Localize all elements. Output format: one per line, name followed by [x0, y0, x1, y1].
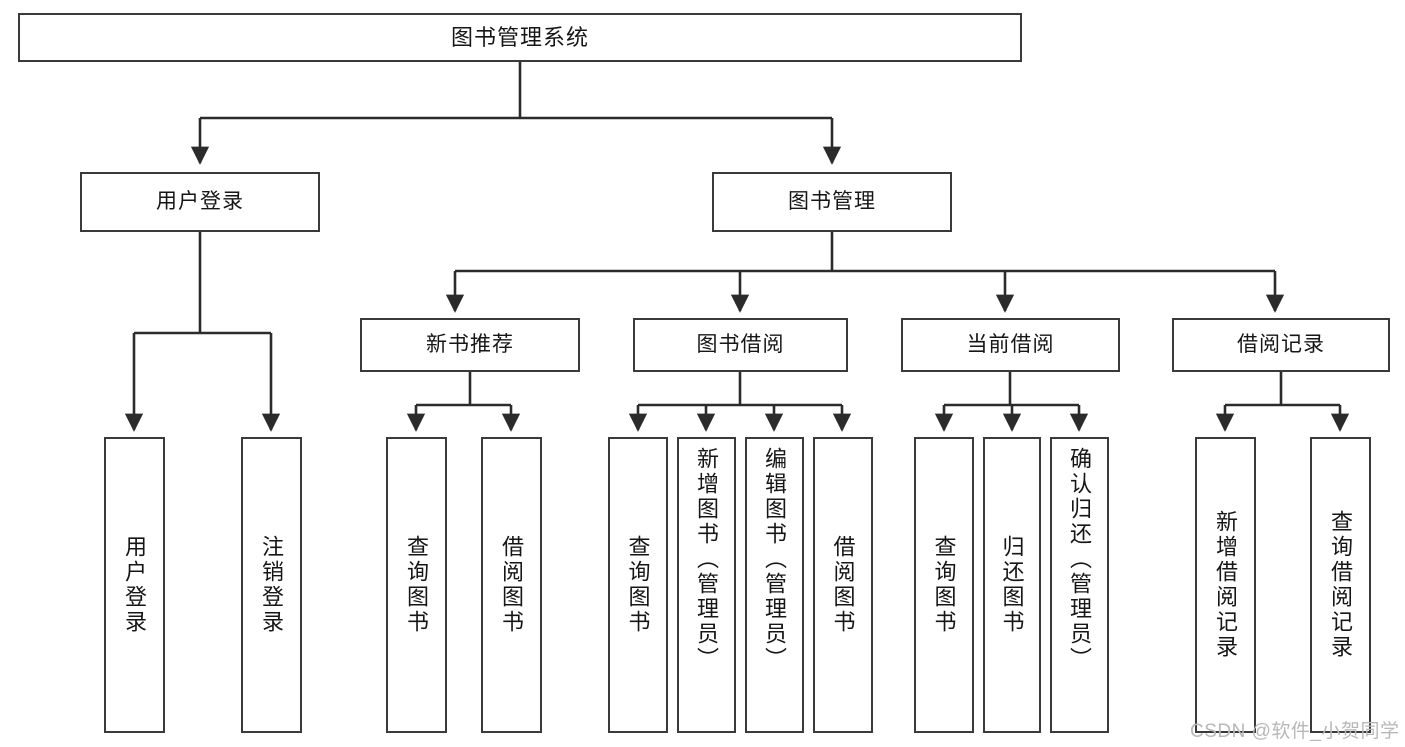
- node-leaf-query-borrow-record-label: 查询借阅记录: [1328, 510, 1354, 660]
- node-user-login-label: 用户登录: [156, 189, 244, 213]
- node-leaf-edit-book-admin-label: 编辑图书（管理员）: [762, 447, 788, 672]
- node-current-borrow-label: 当前借阅: [966, 332, 1055, 356]
- node-leaf-query-book-3[interactable]: 查询图书: [914, 437, 974, 733]
- node-leaf-query-book-2-label: 查询图书: [625, 535, 651, 635]
- node-leaf-borrow-book-2[interactable]: 借阅图书: [813, 437, 873, 733]
- node-root-label: 图书管理系统: [450, 24, 589, 50]
- node-leaf-query-book-3-label: 查询图书: [931, 535, 957, 635]
- node-leaf-query-book-2[interactable]: 查询图书: [608, 437, 668, 733]
- node-root[interactable]: 图书管理系统: [18, 13, 1022, 62]
- node-current-borrow[interactable]: 当前借阅: [901, 318, 1120, 372]
- node-leaf-query-borrow-record[interactable]: 查询借阅记录: [1310, 437, 1371, 733]
- node-leaf-add-borrow-record-label: 新增借阅记录: [1213, 510, 1239, 660]
- node-leaf-borrow-book-1[interactable]: 借阅图书: [481, 437, 542, 733]
- node-leaf-borrow-book-2-label: 借阅图书: [830, 535, 856, 635]
- node-leaf-return-book-label: 归还图书: [999, 535, 1025, 635]
- node-new-book-recommend-label: 新书推荐: [426, 332, 514, 356]
- node-book-management[interactable]: 图书管理: [712, 172, 952, 232]
- node-book-borrow-label: 图书借阅: [696, 332, 785, 356]
- node-leaf-query-book-1[interactable]: 查询图书: [386, 437, 447, 733]
- node-leaf-borrow-book-1-label: 借阅图书: [499, 535, 525, 635]
- node-leaf-add-borrow-record[interactable]: 新增借阅记录: [1195, 437, 1256, 733]
- node-book-borrow[interactable]: 图书借阅: [633, 318, 848, 372]
- node-leaf-user-login[interactable]: 用户登录: [104, 437, 165, 733]
- node-leaf-confirm-return-admin[interactable]: 确认归还（管理员）: [1050, 437, 1109, 733]
- node-leaf-logout-login-label: 注销登录: [259, 535, 285, 635]
- node-borrow-record-label: 借阅记录: [1237, 332, 1325, 356]
- node-leaf-user-login-label: 用户登录: [122, 535, 148, 635]
- node-leaf-confirm-return-admin-label: 确认归还（管理员）: [1067, 447, 1093, 672]
- node-book-management-label: 图书管理: [788, 189, 876, 213]
- node-leaf-logout-login[interactable]: 注销登录: [241, 437, 302, 733]
- node-user-login[interactable]: 用户登录: [80, 172, 320, 232]
- node-borrow-record[interactable]: 借阅记录: [1172, 318, 1390, 372]
- node-leaf-query-book-1-label: 查询图书: [404, 535, 430, 635]
- node-leaf-edit-book-admin[interactable]: 编辑图书（管理员）: [745, 437, 804, 733]
- node-new-book-recommend[interactable]: 新书推荐: [360, 318, 580, 372]
- node-leaf-return-book[interactable]: 归还图书: [983, 437, 1041, 733]
- watermark-text: CSDN @软件_小贺同学: [1190, 721, 1400, 742]
- node-leaf-add-book-admin[interactable]: 新增图书（管理员）: [677, 437, 736, 733]
- node-leaf-add-book-admin-label: 新增图书（管理员）: [694, 447, 720, 672]
